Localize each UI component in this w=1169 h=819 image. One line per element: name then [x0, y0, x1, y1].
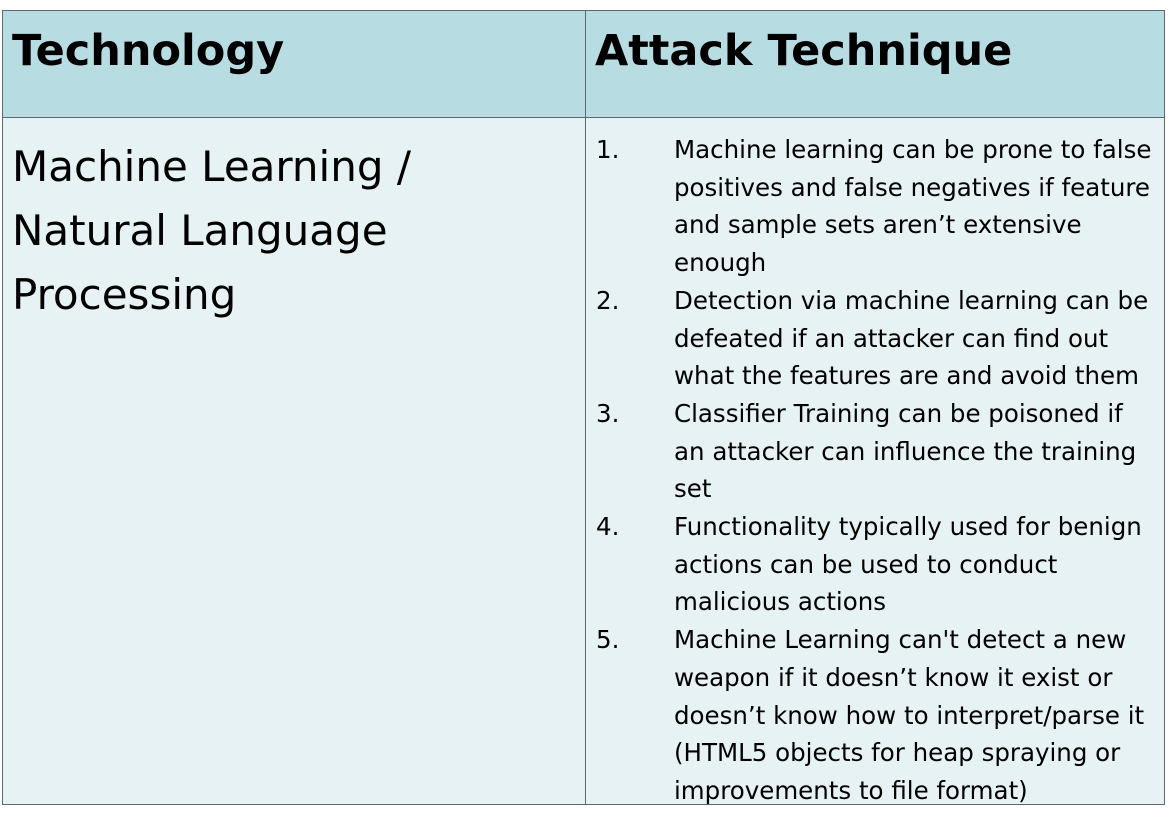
attack-technique-list: 1. Machine learning can be prone to fals…	[596, 131, 1161, 810]
item-number: 4.	[596, 512, 620, 542]
list-item: 2. Detection via machine learning can be…	[596, 282, 1161, 395]
list-item: 5. Machine Learning can't detect a new w…	[596, 621, 1161, 810]
header-technology: Technology	[12, 26, 285, 76]
table-header-row: Technology Attack Technique	[3, 11, 1164, 118]
technology-line: Machine Learning /	[12, 142, 411, 191]
technology-cell: Machine Learning / Natural Language Proc…	[12, 135, 572, 327]
item-number: 5.	[596, 625, 620, 655]
item-text: Functionality typically used for benign …	[674, 512, 1142, 617]
header-attack-technique: Attack Technique	[595, 26, 1013, 76]
technology-attack-table: Technology Attack Technique Machine Lear…	[2, 10, 1165, 805]
item-text: Detection via machine learning can be de…	[674, 285, 1149, 391]
item-number: 2.	[596, 285, 620, 315]
item-text: Machine learning can be prone to false p…	[674, 135, 1152, 278]
list-item: 3. Classifier Training can be poisoned i…	[596, 395, 1161, 508]
item-text: Classifier Training can be poisoned if a…	[674, 398, 1137, 504]
item-number: 3.	[596, 398, 620, 428]
column-divider	[585, 11, 586, 804]
technology-line: Processing	[12, 270, 237, 319]
list-item: 1. Machine learning can be prone to fals…	[596, 131, 1161, 282]
list-item: 4. Functionality typically used for beni…	[596, 508, 1161, 621]
item-number: 1.	[596, 135, 620, 164]
item-text: Machine Learning can't detect a new weap…	[674, 625, 1145, 805]
technology-line: Natural Language	[12, 206, 388, 255]
